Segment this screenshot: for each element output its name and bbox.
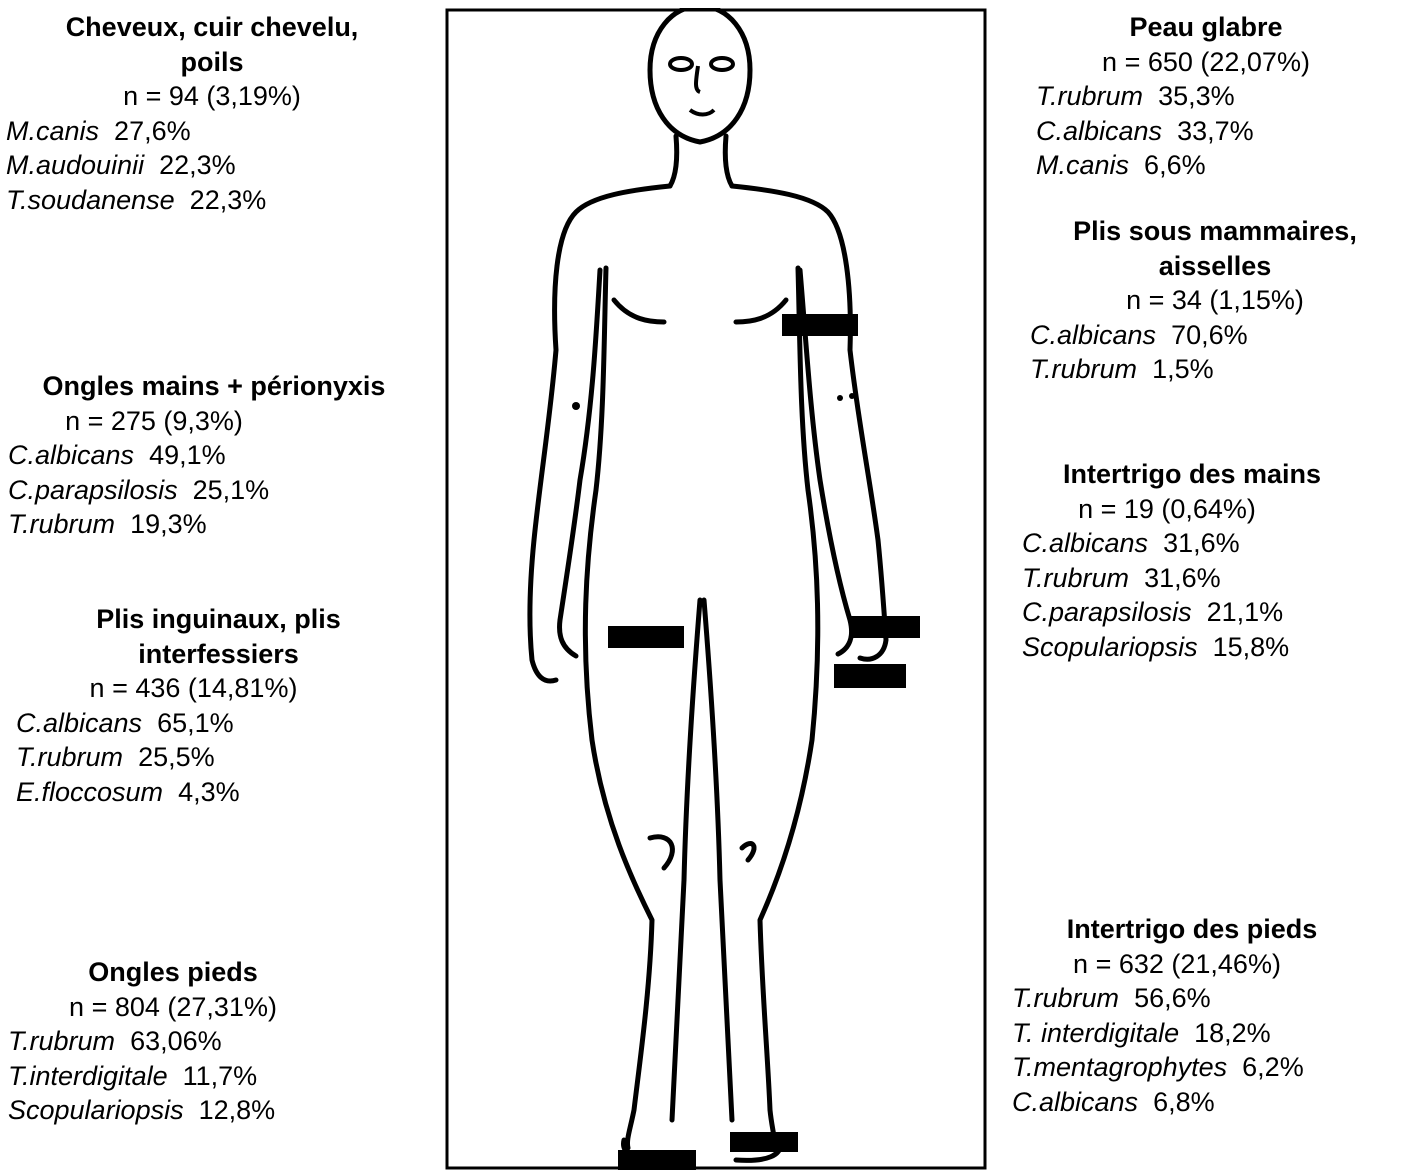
body-figure [445, 8, 987, 1170]
species-row: T.rubrum 19,3% [8, 507, 420, 542]
region-title: Plis inguinaux, plis interfessiers [16, 602, 421, 671]
body-figure-frame [445, 8, 987, 1170]
region-title: Intertrigo des pieds [1012, 912, 1372, 947]
species-row: T. interdigitale 18,2% [1012, 1016, 1372, 1051]
marker-hand-upper [850, 616, 920, 638]
marker-hand-lower [834, 664, 906, 688]
region-title: Ongles pieds [8, 955, 338, 990]
region-count: n = 275 (9,3%) [8, 404, 420, 439]
region-foot-intertrigo: Intertrigo des pieds n = 632 (21,46%) T.… [1012, 912, 1372, 1119]
species-row: T.rubrum 63,06% [8, 1024, 338, 1059]
region-hand-intertrigo: Intertrigo des mains n = 19 (0,64%) C.al… [1022, 457, 1362, 664]
region-count: n = 19 (0,64%) [1022, 492, 1362, 527]
species-row: T.rubrum 1,5% [1030, 352, 1400, 387]
region-count: n = 34 (1,15%) [1030, 283, 1400, 318]
species-row: C.albicans 31,6% [1022, 526, 1362, 561]
region-title: Peau glabre [1036, 10, 1376, 45]
region-title: Ongles mains + périonyxis [8, 369, 420, 404]
region-glabrous-skin: Peau glabre n = 650 (22,07%) T.rubrum 35… [1036, 10, 1376, 183]
species-row: C.albicans 6,8% [1012, 1085, 1372, 1120]
species-row: C.parapsilosis 21,1% [1022, 595, 1362, 630]
species-row: M.canis 27,6% [6, 114, 418, 149]
species-row: M.canis 6,6% [1036, 148, 1376, 183]
species-row: Scopulariopsis 12,8% [8, 1093, 338, 1128]
species-row: T.soudanense 22,3% [6, 183, 418, 218]
marker-foot-left [618, 1150, 696, 1170]
species-row: T.rubrum 31,6% [1022, 561, 1362, 596]
species-row: Scopulariopsis 15,8% [1022, 630, 1362, 665]
species-row: C.albicans 33,7% [1036, 114, 1376, 149]
species-row: T.rubrum 25,5% [16, 740, 421, 775]
species-row: C.albicans 70,6% [1030, 318, 1400, 353]
region-count: n = 94 (3,19%) [6, 79, 418, 114]
region-fingernails: Ongles mains + périonyxis n = 275 (9,3%)… [8, 369, 420, 542]
region-count: n = 804 (27,31%) [8, 990, 338, 1025]
head-outline [650, 8, 750, 142]
region-scalp: Cheveux, cuir chevelu, poils n = 94 (3,1… [6, 10, 418, 217]
species-row: C.albicans 65,1% [16, 706, 421, 741]
region-groin: Plis inguinaux, plis interfessiers n = 4… [16, 602, 421, 809]
region-title: Intertrigo des mains [1022, 457, 1362, 492]
species-row: T.rubrum 56,6% [1012, 981, 1372, 1016]
face-features [670, 58, 733, 115]
species-row: T.mentagrophytes 6,2% [1012, 1050, 1372, 1085]
region-submammary: Plis sous mammaires, aisselles n = 34 (1… [1030, 214, 1400, 387]
species-row: C.parapsilosis 25,1% [8, 473, 420, 508]
species-row: E.floccosum 4,3% [16, 775, 421, 810]
body-outline [530, 8, 886, 1160]
species-row: M.audouinii 22,3% [6, 148, 418, 183]
species-row: C.albicans 49,1% [8, 438, 420, 473]
lesion-markers [572, 314, 920, 1170]
region-toenails: Ongles pieds n = 804 (27,31%) T.rubrum 6… [8, 955, 338, 1128]
marker-foot-right [730, 1132, 798, 1152]
region-count: n = 650 (22,07%) [1036, 45, 1376, 80]
region-title: Cheveux, cuir chevelu, poils [6, 10, 418, 79]
species-row: T.rubrum 35,3% [1036, 79, 1376, 114]
species-row: T.interdigitale 11,7% [8, 1059, 338, 1094]
marker-groin [608, 626, 684, 648]
region-title: Plis sous mammaires, aisselles [1030, 214, 1400, 283]
region-count: n = 436 (14,81%) [16, 671, 421, 706]
marker-axilla [782, 314, 858, 336]
region-count: n = 632 (21,46%) [1012, 947, 1372, 982]
figure-border [447, 10, 985, 1168]
